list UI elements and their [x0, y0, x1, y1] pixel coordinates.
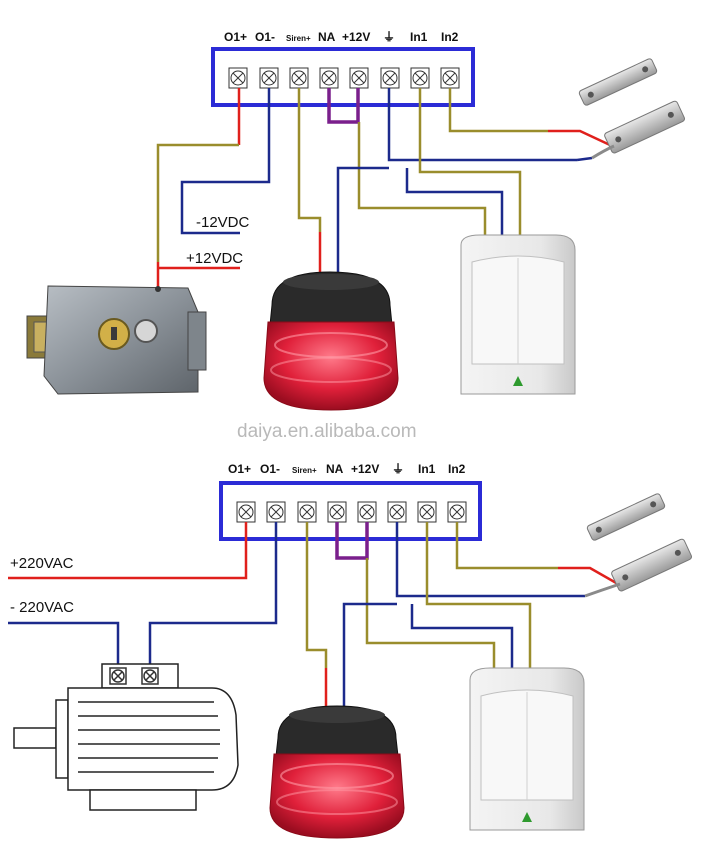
top-terminal-label-in2: In2: [441, 30, 459, 44]
top-panel: O1+ O1- Siren+ NA +12V ⏚ In1 In2: [26, 30, 685, 411]
top-terminal-label-o1plus: O1+: [224, 30, 247, 44]
top-terminal-label-12v: +12V: [342, 30, 370, 44]
top-terminal-block: [211, 47, 475, 107]
top-terminal-label-in1: In1: [410, 30, 428, 44]
siren-icon: [263, 271, 399, 411]
bottom-terminal-label-siren: Siren+: [292, 466, 317, 475]
bottom-panel: O1+ O1- Siren+ NA +12V ⏚ In1 In2: [8, 462, 692, 839]
door-contact-icon: [584, 493, 692, 598]
motor-icon: [13, 663, 239, 811]
top-wires: [156, 88, 611, 288]
bottom-terminal-label-12v: +12V: [351, 462, 379, 476]
top-terminal-label-ground: ⏚: [383, 30, 395, 44]
top-terminal-screws: [228, 67, 460, 89]
top-plus-12vdc-label: +12VDC: [186, 250, 243, 267]
bottom-terminal-block: [219, 481, 482, 541]
watermark-text: daiya.en.alibaba.com: [237, 421, 417, 442]
top-terminal-label-o1minus: O1-: [255, 30, 275, 44]
door-contact-icon: [578, 58, 685, 160]
bottom-terminal-label-in1: In1: [418, 462, 436, 476]
bottom-terminal-label-o1plus: O1+: [228, 462, 251, 476]
top-terminal-label-na: NA: [318, 30, 336, 44]
top-minus-12vdc-label: -12VDC: [196, 214, 250, 231]
siren-icon: [269, 705, 405, 839]
bottom-terminal-label-o1minus: O1-: [260, 462, 280, 476]
bottom-wires: [8, 522, 619, 706]
top-terminal-label-siren: Siren+: [286, 34, 311, 43]
bottom-terminal-label-in2: In2: [448, 462, 466, 476]
motion-sensor-icon: [460, 234, 576, 395]
bottom-terminal-label-na: NA: [326, 462, 344, 476]
electric-lock-icon: [26, 285, 207, 395]
bottom-terminal-label-ground: ⏚: [392, 462, 404, 476]
motion-sensor-icon: [469, 667, 585, 831]
bottom-plus-220vac-label: +220VAC: [10, 555, 74, 572]
bottom-minus-220vac-label: - 220VAC: [10, 599, 74, 616]
